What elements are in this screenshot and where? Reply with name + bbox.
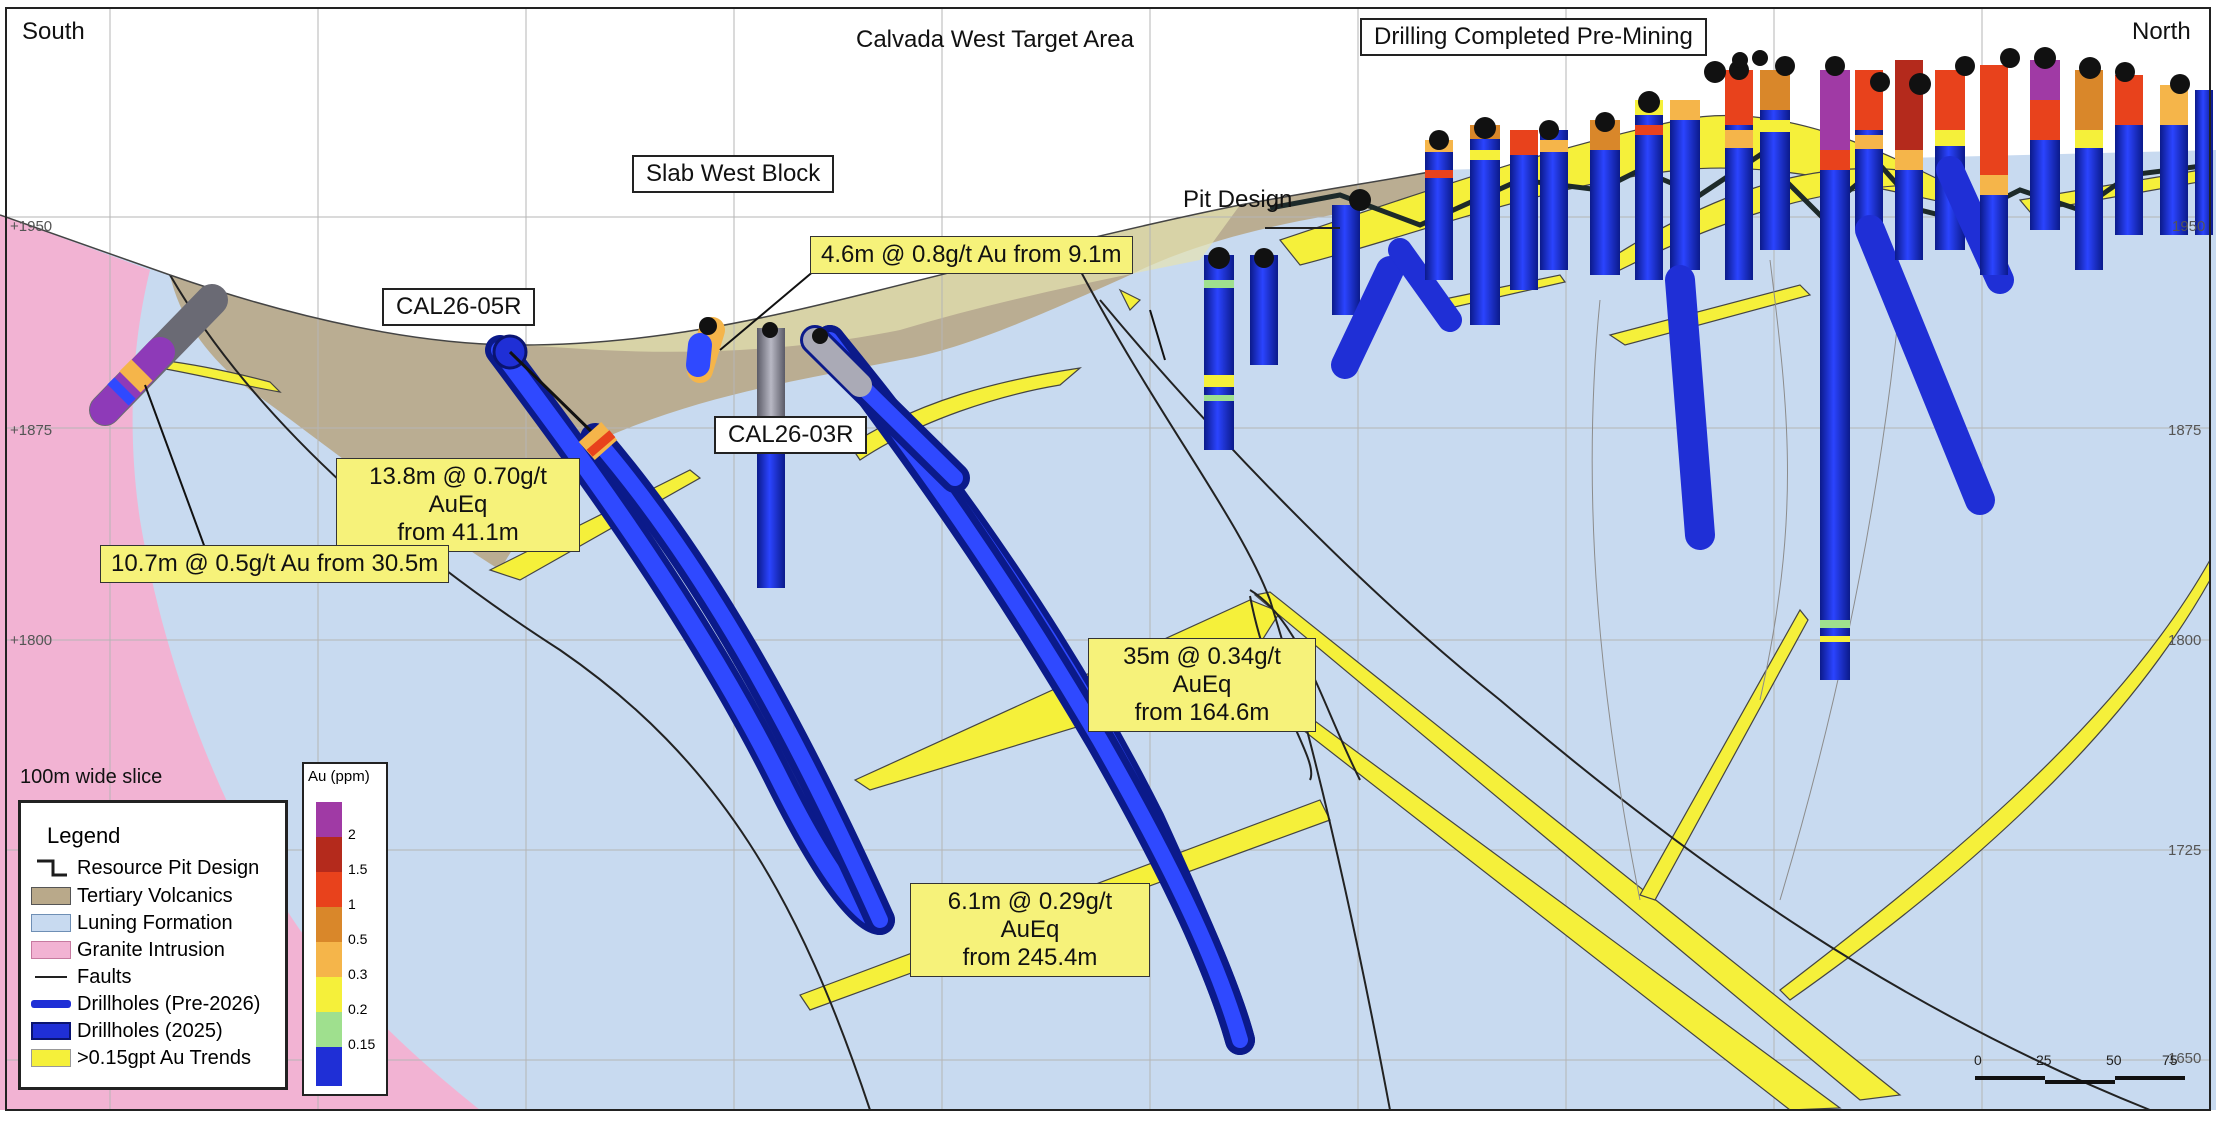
elev-right-1950: 1950 [2172, 218, 2206, 235]
slice-width-label: 100m wide slice [20, 766, 163, 788]
callout-leaders [144, 269, 1166, 549]
legend-item-au-trends: >0.15gpt Au Trends [31, 1046, 251, 1070]
intercept-callout-3: 10.7m @ 0.5g/t Au from 30.5m [100, 545, 450, 583]
legend-item-drill-2025: Drillholes (2025) [31, 1019, 223, 1043]
hole-label-cal26-05r: CAL26-05R [382, 288, 536, 326]
legend-item-drill-pre2026: Drillholes (Pre-2026) [31, 992, 260, 1016]
minor-faults [1591, 259, 1901, 901]
scale-tick-50: 50 [2106, 1052, 2122, 1068]
north-label: North [2132, 18, 2191, 45]
drill-2025-swatch [31, 1022, 71, 1040]
elev-left-1800: +1800 [10, 632, 53, 649]
collar-markers [1208, 47, 2190, 269]
grade-bands [1204, 60, 2188, 642]
grade-tick-2: 2 [348, 826, 356, 842]
hole-label-cal26-03r: CAL26-03R [714, 416, 868, 454]
legend: Legend Resource Pit Design Tertiary Volc… [18, 800, 288, 1090]
grade-tick-1-5: 1.5 [348, 861, 368, 877]
grade-scale: Au (ppm) 2 1.5 1 0.5 0.3 0.2 0.15 [302, 762, 388, 1096]
south-label: South [22, 18, 85, 45]
scale-tick-0: 0 [1974, 1052, 1982, 1068]
grade-tick-0-3: 0.3 [348, 966, 368, 982]
volcanics-swatch [31, 887, 71, 905]
grade-scale-title: Au (ppm) [308, 768, 370, 785]
legend-item-faults: Faults [31, 965, 131, 989]
grade-color-bar [316, 802, 342, 1086]
drillhole-cal26-05r [580, 423, 895, 935]
pit-design-swatch [37, 859, 67, 877]
target-area-title: Calvada West Target Area [856, 26, 1134, 53]
intercept-callout-1: 4.6m @ 0.8g/t Au from 9.1m [810, 236, 1133, 274]
grade-tick-1: 1 [348, 896, 356, 912]
legend-item-granite: Granite Intrusion [31, 938, 225, 962]
scale-tick-75: 75 [2162, 1052, 2178, 1068]
elev-left-1950: +1950 [10, 218, 53, 235]
grade-tick-0-2: 0.2 [348, 1001, 368, 1017]
faults-swatch [35, 976, 67, 978]
au-trends-swatch [31, 1049, 71, 1067]
pit-design-label: Pit Design [1183, 186, 1293, 213]
legend-item-luning: Luning Formation [31, 911, 233, 935]
elev-right-1800: 1800 [2168, 632, 2202, 649]
grade-tick-0-5: 0.5 [348, 931, 368, 947]
granite-swatch [31, 941, 71, 959]
elev-right-1725: 1725 [2168, 842, 2202, 859]
elev-right-1875: 1875 [2168, 422, 2202, 439]
legend-title: Legend [47, 823, 121, 848]
legend-item-volcanics: Tertiary Volcanics [31, 884, 233, 908]
elev-right-1650: 1650 [2168, 1050, 2202, 1067]
frame [5, 7, 2211, 1111]
scale-tick-25: 25 [2036, 1052, 2052, 1068]
drilling-completed-box: Drilling Completed Pre-Mining [1360, 18, 1707, 56]
drill-pre2026-swatch [31, 1000, 71, 1008]
grade-tick-0-15: 0.15 [348, 1036, 376, 1052]
scale-bar [1975, 1076, 2185, 1084]
elev-left-1875: +1875 [10, 422, 53, 439]
luning-swatch [31, 914, 71, 932]
slab-west-block-box: Slab West Block [632, 155, 835, 193]
legend-item-pit-design: Resource Pit Design [31, 856, 259, 880]
